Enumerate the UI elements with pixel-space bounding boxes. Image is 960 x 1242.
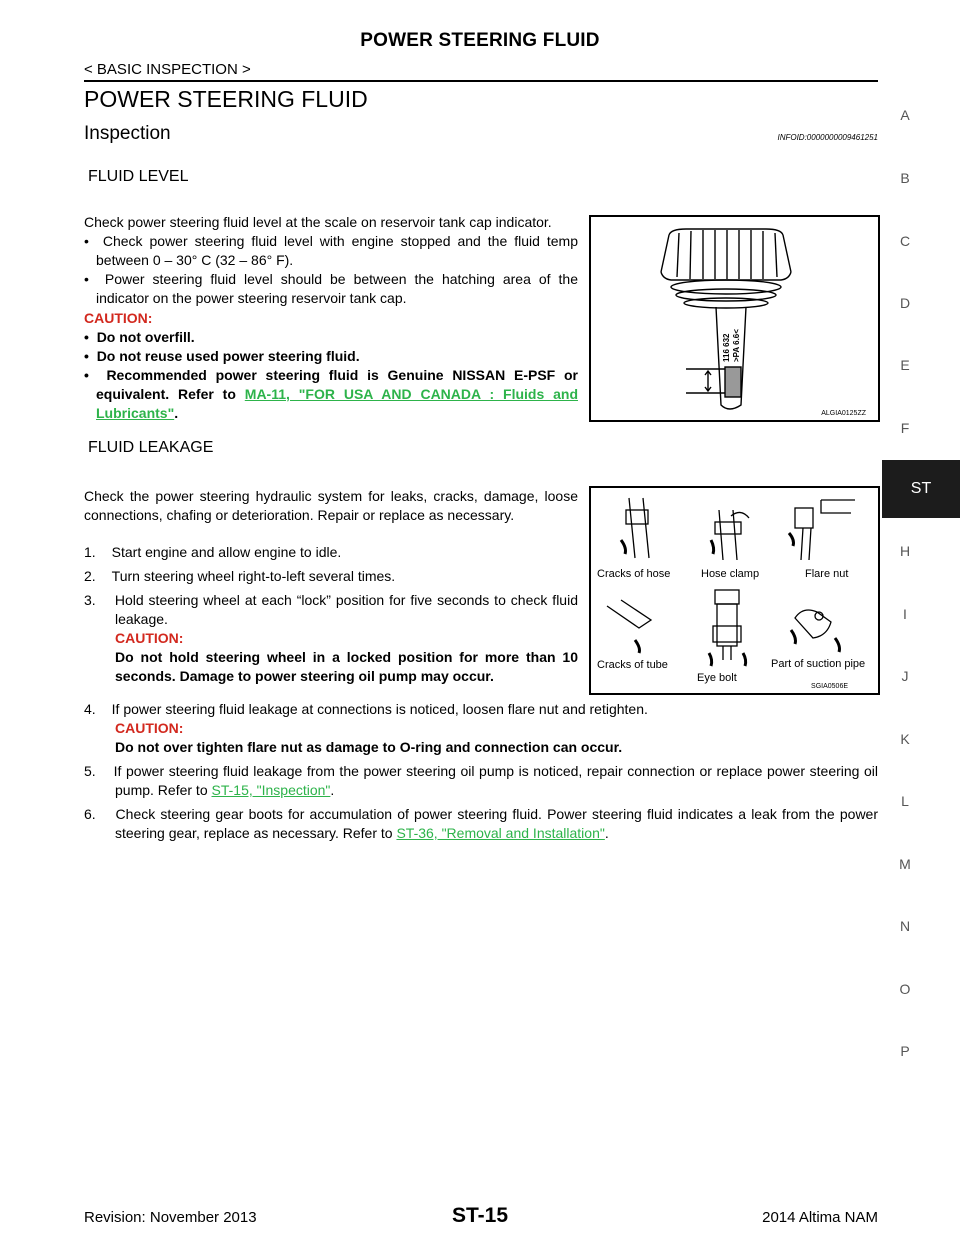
fluid-leakage-steps-1-3: 1. Start engine and allow engine to idle… bbox=[84, 543, 578, 686]
footer-page-number: ST-15 bbox=[451, 1204, 509, 1227]
sidebar-tab-h[interactable]: H bbox=[899, 543, 911, 559]
step-3: 3. Hold steering wheel at each “lock” po… bbox=[84, 592, 578, 627]
fluid-level-heading: FLUID LEVEL bbox=[88, 168, 189, 185]
step-4-caution-label: CAUTION: bbox=[115, 720, 184, 736]
label-cracks-of-hose: Cracks of hose bbox=[597, 568, 671, 580]
fluid-level-caution-label: CAUTION: bbox=[84, 310, 153, 326]
step-6: 6. Check steering gear boots for accumul… bbox=[84, 806, 879, 841]
label-eye-bolt: Eye bolt bbox=[697, 672, 737, 684]
st-36-link[interactable]: ST-36, "Removal and Installation" bbox=[396, 825, 605, 841]
sidebar-tab-n[interactable]: N bbox=[899, 918, 911, 934]
step-4-caution: Do not over tighten flare nut as damage … bbox=[115, 739, 623, 755]
fluid-leakage-intro: Check the power steering hydraulic syste… bbox=[84, 488, 578, 523]
sidebar-tab-o[interactable]: O bbox=[899, 981, 911, 997]
leakage-points-illustration bbox=[606, 497, 855, 667]
running-header-subtitle: < BASIC INSPECTION > bbox=[84, 61, 251, 78]
reservoir-cap-figure: 116 632 >PA 6.6< ALGIA0125ZZ bbox=[589, 215, 880, 422]
fluid-leakage-heading: FLUID LEAKAGE bbox=[88, 439, 214, 456]
running-header-title: POWER STEERING FLUID bbox=[360, 30, 600, 51]
footer-revision: Revision: November 2013 bbox=[84, 1209, 257, 1226]
fluid-level-bullet-2: • Power steering fluid level should be b… bbox=[84, 271, 578, 306]
sidebar-tab-b[interactable]: B bbox=[900, 170, 910, 186]
sidebar-tab-a[interactable]: A bbox=[900, 107, 910, 123]
step-4: 4. If power steering fluid leakage at co… bbox=[84, 701, 648, 717]
sidebar-tab-i[interactable]: I bbox=[903, 606, 907, 622]
fluid-level-body: Check power steering fluid level at the … bbox=[84, 213, 578, 423]
fluid-level-caution-2: • Do not reuse used power steering fluid… bbox=[84, 348, 360, 364]
section-index-sidebar: A B C D E F ST H I J K L M N O P bbox=[880, 0, 960, 1242]
sidebar-tab-j[interactable]: J bbox=[901, 668, 909, 684]
sidebar-tab-k[interactable]: K bbox=[900, 731, 910, 747]
fluid-level-intro: Check power steering fluid level at the … bbox=[84, 214, 552, 230]
fluid-level-bullet-1: • Check power steering fluid level with … bbox=[84, 233, 578, 268]
fluid-level-caution-3: • Recommended power steering fluid is Ge… bbox=[84, 367, 579, 421]
step-3-caution: Do not hold steering wheel in a locked p… bbox=[115, 649, 578, 684]
reservoir-cap-illustration: 116 632 >PA 6.6< bbox=[660, 228, 792, 410]
section-heading-inspection: Inspection bbox=[84, 123, 171, 144]
svg-text:116 632: 116 632 bbox=[722, 333, 731, 362]
sidebar-tab-st-active[interactable]: ST bbox=[882, 460, 960, 518]
ma-11-link[interactable]: MA-11, "FOR USA AND CANADA : Fluids and … bbox=[96, 386, 579, 421]
label-flare-nut: Flare nut bbox=[805, 568, 849, 580]
info-id: INFOID:0000000009461251 bbox=[777, 133, 878, 142]
fluid-level-caution-1: • Do not overfill. bbox=[84, 329, 195, 345]
leakage-points-figure: Cracks of hose Hose clamp Flare nut Crac… bbox=[589, 486, 880, 695]
sidebar-tab-e[interactable]: E bbox=[900, 357, 910, 373]
svg-text:>PA 6.6<: >PA 6.6< bbox=[732, 329, 741, 362]
sidebar-tab-f[interactable]: F bbox=[900, 420, 910, 436]
page-title: POWER STEERING FLUID bbox=[84, 86, 368, 112]
label-hose-clamp: Hose clamp bbox=[701, 568, 760, 580]
sidebar-tab-p[interactable]: P bbox=[900, 1043, 910, 1059]
sidebar-tab-m[interactable]: M bbox=[899, 856, 911, 872]
footer-model: 2014 Altima NAM bbox=[762, 1209, 878, 1226]
step-1: 1. Start engine and allow engine to idle… bbox=[84, 544, 342, 560]
header-rule bbox=[84, 80, 878, 82]
sidebar-tab-l[interactable]: L bbox=[901, 793, 909, 809]
step-5: 5. If power steering fluid leakage from … bbox=[84, 763, 879, 798]
label-cracks-of-tube: Cracks of tube bbox=[597, 659, 668, 671]
step-3-caution-label: CAUTION: bbox=[115, 630, 184, 646]
sidebar-tab-c[interactable]: C bbox=[899, 233, 911, 249]
figure-id-algia0125zz: ALGIA0125ZZ bbox=[821, 410, 866, 417]
figure-id-sgia0506e: SGIA0506E bbox=[811, 683, 848, 690]
label-part-of-suction-pipe: Part of suction pipe bbox=[771, 658, 866, 670]
step-2: 2. Turn steering wheel right-to-left sev… bbox=[84, 568, 396, 584]
sidebar-tab-d[interactable]: D bbox=[899, 295, 911, 311]
st-15-link[interactable]: ST-15, "Inspection" bbox=[211, 782, 331, 798]
fluid-leakage-steps-4-6: 4. If power steering fluid leakage at co… bbox=[84, 700, 878, 843]
